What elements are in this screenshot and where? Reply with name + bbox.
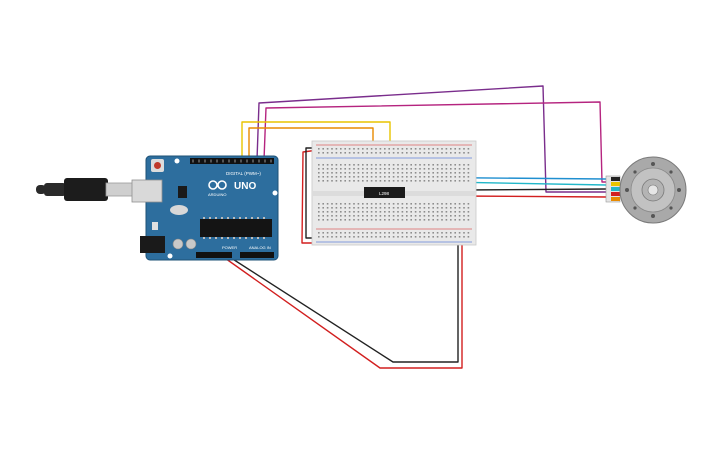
wire-black-power-loop	[227, 240, 459, 363]
power-header-label: POWER	[222, 245, 237, 250]
wire-red-left-rail	[301, 149, 319, 244]
l298-driver-chip[interactable]: L298	[364, 187, 405, 198]
wire-red-bb-motor	[457, 195, 607, 240]
arduino-brand-label: UNO	[234, 181, 256, 192]
usb-plug-icon	[36, 178, 135, 201]
wire-black-bb-motor	[464, 188, 607, 191]
breadboard-holes	[318, 148, 470, 238]
chip-label: L298	[379, 191, 390, 196]
arduino-infinity-logo-icon	[208, 180, 227, 190]
arduino-uno-board[interactable]: DIGITAL (PWM~) UNO ARDUINO	[131, 155, 279, 261]
digital-header-label: DIGITAL (PWM~)	[226, 171, 261, 176]
arduino-model-label: ARDUINO	[208, 192, 226, 197]
analog-header-label: ANALOG IN	[249, 245, 271, 250]
wire-red-power-loop	[221, 238, 463, 369]
encoder-motor-icon[interactable]	[605, 156, 687, 224]
wire-magenta-arduino-motor	[263, 101, 606, 183]
